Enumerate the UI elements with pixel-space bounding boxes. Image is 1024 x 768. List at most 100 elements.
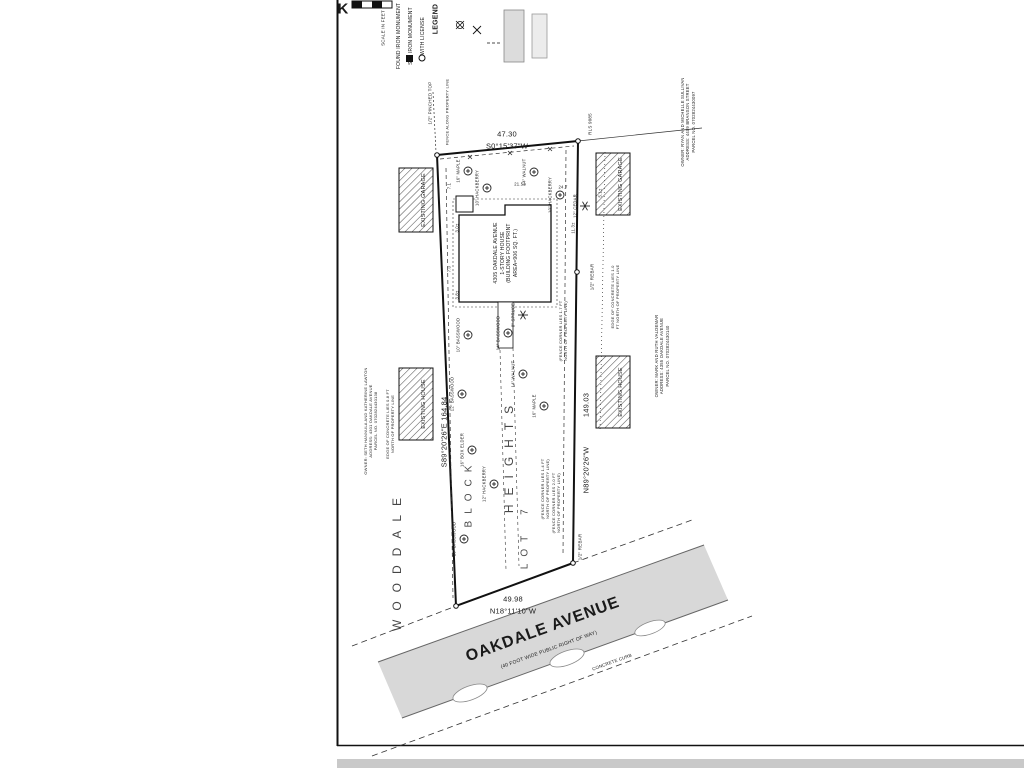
plat-lot-label: LOT: [519, 528, 531, 570]
legend-concrete-swatch: [503, 9, 525, 63]
west-line-label: S89°20'26"E 164.84: [439, 396, 449, 468]
tree-symbol: [529, 167, 539, 177]
note-line: NORTH OF PROPERTY LINE: [390, 394, 395, 454]
right-of-way-line: [572, 519, 693, 564]
existing-house-left: [398, 367, 434, 441]
tree-label: 14" WALNUT: [521, 158, 527, 186]
legend-tree-icon: [455, 20, 465, 30]
east-line-distance: 149.03: [581, 392, 591, 418]
south-line-distance: 49.98: [503, 594, 523, 604]
tree-symbol: [555, 190, 565, 200]
scale-label: SCALE IN FEET: [380, 10, 386, 46]
tree-label: 14" WALNUT: [510, 360, 516, 388]
tree-symbol: [482, 183, 492, 193]
boundary-extension: [577, 127, 703, 142]
found-monument-symbol: [418, 54, 426, 62]
existing-garage-right: [595, 152, 631, 216]
tree-label: 8" SPRUCE: [510, 302, 516, 328]
tree-label: 10" BASSWOOD: [455, 317, 461, 353]
tree-label: 16" MAPLE: [455, 159, 461, 183]
house-area: AREA=906 SQ. FT.): [512, 228, 519, 278]
tree-symbol: [539, 401, 549, 411]
house-stoop: [455, 195, 474, 213]
existing-house-right: [595, 355, 631, 429]
tree-symbol: [457, 389, 467, 399]
right-of-way-line: [351, 605, 457, 647]
tree-symbol: [489, 479, 499, 489]
dim-label: 21.5±: [514, 181, 526, 187]
dim-label: 3.0±: [454, 223, 460, 233]
set-monument-symbol: [406, 55, 413, 62]
monument-nw-label: 1/2" PINCHED TOP: [427, 81, 433, 125]
owner-parcel: PARCEL NO. 0702824430140: [664, 325, 670, 387]
tree-label: 14" BASSWOOD: [495, 315, 501, 351]
legend-set-label: SET IRON MONUMENT: [408, 7, 414, 65]
note-line: FT NORTH OF PROPERTY LINE: [615, 264, 620, 330]
tree-symbol: [503, 328, 513, 338]
lot-boundary: [432, 91, 703, 609]
tree-label: 10" BASSWOOD: [451, 521, 457, 557]
driveway-apron: [549, 648, 585, 668]
legend-fence-icon: [472, 25, 482, 35]
existing-garage-right-label: EXISTING GARAGE: [618, 157, 624, 211]
tree-symbol-conifer: [518, 310, 528, 320]
fence-corner-note-2: (FENCE CORNER LIES 1.4 FT NORTH OF PROPE…: [540, 459, 550, 520]
plat-name-wooddale: WOODDALE: [390, 488, 404, 632]
fence-x-marks: [467, 146, 553, 160]
existing-garage-left-label: EXISTING GARAGE: [421, 173, 427, 227]
legend-license-label: WITH LICENSE: [420, 17, 426, 55]
monument-ne-label: RLS 9085: [587, 113, 593, 135]
tree-label: 12" HACKBERRY: [481, 466, 487, 502]
dim-label: 7.0: [446, 265, 452, 273]
right-of-way-line: [371, 615, 753, 757]
existing-house-left-label: EXISTING HOUSE: [421, 379, 427, 429]
owner-parcel: PARCEL NO. 0702824430138: [373, 391, 379, 451]
monument-se-label: 1/2" REBAR: [577, 533, 583, 561]
concrete-edge-note-left: EDGE OF CONCRETE LIES 0.8 FT NORTH OF PR…: [385, 389, 395, 459]
legend-found-label: FOUND IRON MONUMENT: [396, 2, 402, 70]
existing-garage-left: [398, 167, 434, 233]
monument-east: [574, 269, 580, 275]
tree-label: 16" MAPLE: [531, 394, 537, 418]
tree-symbols: [457, 166, 590, 544]
sheet-border: [336, 0, 1024, 768]
tree-symbol: [467, 445, 477, 455]
monument-east-label: 1/2" REBAR: [589, 263, 595, 291]
dim-label: 7.1: [446, 182, 452, 190]
house-label: 4305 OAKDALE AVENUE 1-STORY HOUSE (BUILD…: [493, 222, 519, 283]
monument-ne: [575, 138, 581, 144]
neighbor-buildings: [398, 152, 631, 441]
north-line-bearing: S0°15'37"W: [485, 141, 529, 151]
house-address: 4305 OAKDALE AVENUE: [493, 222, 499, 284]
owner-block-west: OWNER: SETH HANNULA AND KATHERINE LAWTON…: [363, 367, 379, 474]
fence-lines: [439, 145, 606, 599]
legend-title: LEGEND: [432, 3, 440, 35]
tree-label: 16" BOX ELDER: [459, 433, 465, 467]
tree-symbol: [463, 166, 473, 176]
dim-label: 3.8±: [454, 290, 460, 300]
fence-corner-note-3: (FENCE CORNER LIES 2.0 FT NORTH OF PROPE…: [551, 473, 561, 534]
legend-symbols: [406, 9, 548, 63]
concrete-edge-note-right: EDGE OF CONCRETE LIES 1.0 FT NORTH OF PR…: [610, 265, 620, 330]
dim-label: 5.1±: [597, 188, 603, 198]
tree-label: 12" BASSWOOD: [449, 376, 455, 412]
plat-lot-number: 7: [519, 509, 531, 515]
monument-se: [570, 560, 576, 566]
south-line-bearing: N18°11'10"W: [489, 606, 537, 616]
tree-label: 10" HACKBERRY: [547, 177, 553, 213]
sheet-corner-letter: K: [337, 0, 349, 18]
monument-sw: [453, 603, 459, 609]
boundary-extension: [432, 91, 437, 153]
legend-bituminous-swatch: [531, 13, 548, 59]
note-line: NORTH OF PROPERTY LINE): [545, 459, 550, 519]
existing-house-right-label: EXISTING HOUSE: [618, 367, 624, 417]
plat-block-label: BLOCK: [463, 458, 475, 528]
plat-name-heights: HEIGHTS: [502, 396, 516, 514]
owner-block-north: OWNER: RYAN AND MICHELLE SULLIVAN ADDRES…: [680, 77, 696, 166]
scale-bar: [351, 0, 393, 9]
driveway-apron: [634, 619, 666, 637]
dim-label: 24.7: [558, 184, 568, 190]
fence-top-note: FENCE ALONG PROPERTY LINE: [444, 78, 450, 146]
